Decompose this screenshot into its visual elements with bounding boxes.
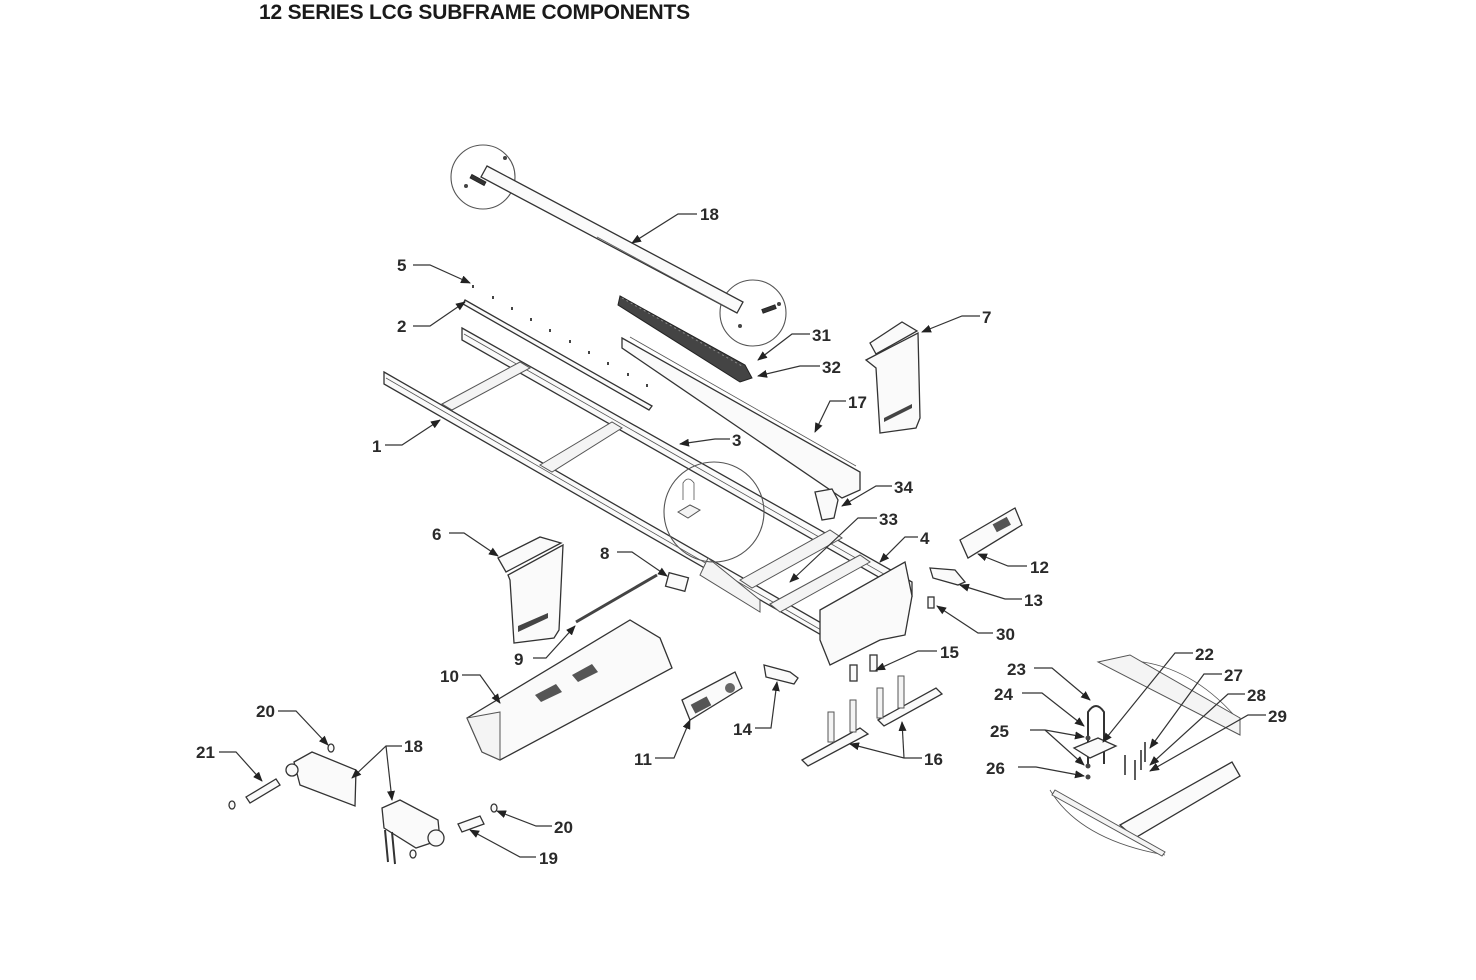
diagram-title: 12 SERIES LCG SUBFRAME COMPONENTS (259, 1, 690, 24)
part-9-rod (575, 573, 658, 624)
callout-2: 2 (397, 317, 406, 336)
callout-21: 21 (196, 743, 215, 762)
part-12-tail-light (959, 507, 1023, 559)
callout-16: 16 (924, 750, 943, 769)
part-15-plate (849, 664, 858, 682)
part-10-tunnel-box (466, 619, 673, 761)
part-13-mount-plate (929, 567, 967, 586)
part-20-ring (327, 743, 335, 753)
callout-27: 27 (1224, 666, 1243, 685)
part-8-light-bracket (664, 571, 690, 593)
callout-33: 33 (879, 510, 898, 529)
detail-circle-frame (663, 461, 765, 563)
callout-32: 32 (822, 358, 841, 377)
frame-cross-members (440, 361, 913, 666)
part-7-mud-flap (864, 321, 921, 434)
callout-14: 14 (733, 720, 752, 739)
callout-1: 1 (372, 437, 381, 456)
callout-22: 22 (1195, 645, 1214, 664)
part-34-bracket (814, 488, 839, 521)
callout-34: 34 (894, 478, 913, 497)
callout-10: 10 (440, 667, 459, 686)
callout-7: 7 (982, 308, 991, 327)
callout-31: 31 (812, 326, 831, 345)
part-5-fasteners (472, 285, 648, 387)
callout-20-lower: 20 (554, 818, 573, 837)
callout-11: 11 (634, 750, 652, 769)
callout-3: 3 (732, 431, 741, 450)
detail-circle-top (450, 144, 516, 210)
callout-19: 19 (539, 849, 558, 868)
part-14-bumper-guide (763, 664, 799, 685)
part-18-cylinder (450, 144, 787, 347)
part-19-pin (457, 815, 485, 833)
callouts: 18 5 2 31 32 7 17 1 3 34 33 4 6 (196, 205, 1287, 868)
callout-29: 29 (1268, 707, 1287, 726)
callout-9: 9 (514, 650, 523, 669)
part-20-ring (490, 803, 498, 813)
detail-circle-bottom (719, 279, 787, 347)
part-20-ring (409, 849, 417, 859)
part-18-cylinder-lower (285, 751, 445, 865)
callout-5: 5 (397, 256, 406, 275)
callout-30: 30 (996, 625, 1015, 644)
callout-18-lower: 18 (404, 737, 423, 756)
callout-26: 26 (986, 759, 1005, 778)
detail-view-hitch (1049, 654, 1241, 857)
part-31-cable-chain (617, 295, 753, 383)
callout-24: 24 (994, 685, 1013, 704)
callout-8: 8 (600, 544, 609, 563)
callout-13: 13 (1024, 591, 1043, 610)
part-11-tail-light (681, 671, 743, 721)
part-6-mud-flap (497, 536, 564, 644)
part-16-outrigger-foot (800, 675, 944, 767)
callout-12: 12 (1030, 558, 1049, 577)
u-bolt-detail-small (677, 478, 701, 519)
callout-25: 25 (990, 722, 1009, 741)
part-22-plate (1072, 737, 1118, 759)
callout-17: 17 (848, 393, 867, 412)
callout-20: 20 (256, 702, 275, 721)
callout-18: 18 (700, 205, 719, 224)
callout-6: 6 (432, 525, 441, 544)
part-15-plate (869, 654, 878, 672)
part-17-hose-tray (621, 336, 861, 499)
part-23-u-bolt (1087, 705, 1105, 764)
callout-28: 28 (1247, 686, 1266, 705)
part-21-pin (228, 778, 281, 810)
callout-15: 15 (940, 643, 959, 662)
part-30-grommet (927, 596, 935, 609)
callout-23: 23 (1007, 660, 1026, 679)
callout-4: 4 (920, 529, 930, 548)
